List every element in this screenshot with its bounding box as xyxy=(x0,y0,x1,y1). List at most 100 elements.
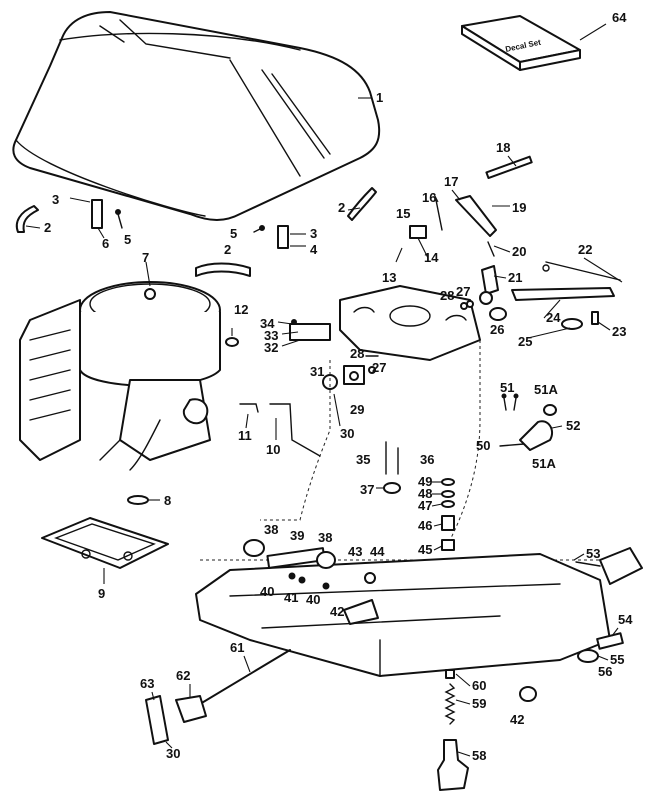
callout-55: 55 xyxy=(610,652,624,667)
callout-25: 25 xyxy=(518,334,532,349)
callout-61: 61 xyxy=(230,640,244,655)
callout-32: 32 xyxy=(264,340,278,355)
linkage-rod-long xyxy=(269,403,321,457)
fitting-54 xyxy=(596,632,624,650)
lever-knob xyxy=(561,318,583,330)
callout-11: 11 xyxy=(238,428,252,443)
callout-22: 22 xyxy=(578,242,592,257)
grommet-37 xyxy=(383,482,401,494)
callout-54: 54 xyxy=(618,612,633,627)
callout-36: 36 xyxy=(420,452,434,467)
lever-bracket xyxy=(289,319,331,341)
callout-2-right: 2 xyxy=(338,200,345,215)
callout-9: 9 xyxy=(98,586,105,601)
exhaust-housing xyxy=(200,340,600,561)
spring-pin xyxy=(435,199,443,231)
callout-18: 18 xyxy=(496,140,510,155)
cotter-pins xyxy=(365,355,379,374)
shift-bushing-right xyxy=(316,551,336,569)
callout-2-middle: 2 xyxy=(224,242,231,257)
callout-24: 24 xyxy=(546,310,561,325)
callout-1: 1 xyxy=(376,90,383,105)
throttle-shaft xyxy=(485,155,533,180)
callout-21: 21 xyxy=(508,270,522,285)
callout-59: 59 xyxy=(472,696,486,711)
callout-58: 58 xyxy=(472,748,486,763)
callout-27-lower: 27 xyxy=(372,360,386,375)
decal-set-box: Decal Set xyxy=(461,15,607,71)
callout-23: 23 xyxy=(612,324,626,339)
callout-38-right: 38 xyxy=(318,530,332,545)
callout-46: 46 xyxy=(418,518,432,533)
clip-42-right xyxy=(519,686,537,702)
callout-13: 13 xyxy=(382,270,396,285)
callout-10: 10 xyxy=(266,442,280,457)
primer-handle xyxy=(437,739,469,791)
screw-right xyxy=(253,225,265,233)
callout-6: 6 xyxy=(102,236,109,251)
callout-38-left: 38 xyxy=(264,522,278,537)
callout-34: 34 xyxy=(260,316,275,331)
callout-41: 41 xyxy=(284,590,298,605)
callout-56: 56 xyxy=(598,664,612,679)
callout-5-right: 5 xyxy=(230,226,237,241)
base-gasket xyxy=(41,517,169,584)
callout-42-center: 42 xyxy=(330,604,344,619)
callout-2-left: 2 xyxy=(44,220,51,235)
cam-follower xyxy=(479,265,499,305)
callout-15: 15 xyxy=(396,206,410,221)
callout-5-left: 5 xyxy=(124,232,131,247)
callout-37: 37 xyxy=(360,482,374,497)
callout-4: 4 xyxy=(310,242,318,257)
callout-19: 19 xyxy=(512,200,526,215)
callout-35: 35 xyxy=(356,452,370,467)
side-handle xyxy=(575,547,643,585)
callout-52: 52 xyxy=(566,418,580,433)
cover-seal-middle xyxy=(195,262,251,277)
callout-3-left: 3 xyxy=(52,192,59,207)
callout-labels: 64 1 2 2 2 3 3 4 5 5 6 7 8 9 10 11 12 13… xyxy=(44,10,633,763)
callout-33: 33 xyxy=(264,328,278,343)
advance-lever xyxy=(511,287,615,301)
callout-44: 44 xyxy=(370,544,385,559)
callout-40-right: 40 xyxy=(306,592,320,607)
callout-14: 14 xyxy=(424,250,439,265)
callout-3-right: 3 xyxy=(310,226,317,241)
callout-51a-upper: 51A xyxy=(534,382,558,397)
hose-clamp xyxy=(225,328,239,347)
cover-seal-left xyxy=(15,205,41,233)
advance-link-rod xyxy=(542,261,621,281)
engine-cover xyxy=(12,11,381,221)
callout-7: 7 xyxy=(142,250,149,265)
shift-lever-small xyxy=(343,572,379,625)
idle-lever xyxy=(343,365,365,385)
callout-51a-lower: 51A xyxy=(532,456,556,471)
choke-knob-assembly xyxy=(499,393,557,451)
studs xyxy=(385,441,399,475)
callout-63: 63 xyxy=(140,676,154,691)
leader-lines xyxy=(151,155,623,757)
callout-51: 51 xyxy=(500,380,514,395)
shift-rod-long xyxy=(189,649,291,711)
shift-knob xyxy=(145,695,169,745)
small-grommet xyxy=(127,495,160,505)
latch-bracket-right xyxy=(277,225,306,249)
callout-30-center: 30 xyxy=(340,426,354,441)
callout-47: 47 xyxy=(418,498,432,513)
callout-62: 62 xyxy=(176,668,190,683)
primer-spring xyxy=(444,669,456,725)
callout-20: 20 xyxy=(512,244,526,259)
callout-16: 16 xyxy=(422,190,436,205)
lever-bushing xyxy=(489,307,507,321)
callout-27-upper: 27 xyxy=(456,284,470,299)
lower-pan xyxy=(195,553,611,677)
callout-53: 53 xyxy=(586,546,600,561)
callout-28-upper: 28 xyxy=(440,288,454,303)
callout-26: 26 xyxy=(490,322,504,337)
screw-left xyxy=(115,209,123,229)
callout-49: 49 xyxy=(418,474,432,489)
callout-60: 60 xyxy=(472,678,486,693)
shift-handle xyxy=(175,695,207,723)
throttle-arm xyxy=(455,195,510,237)
